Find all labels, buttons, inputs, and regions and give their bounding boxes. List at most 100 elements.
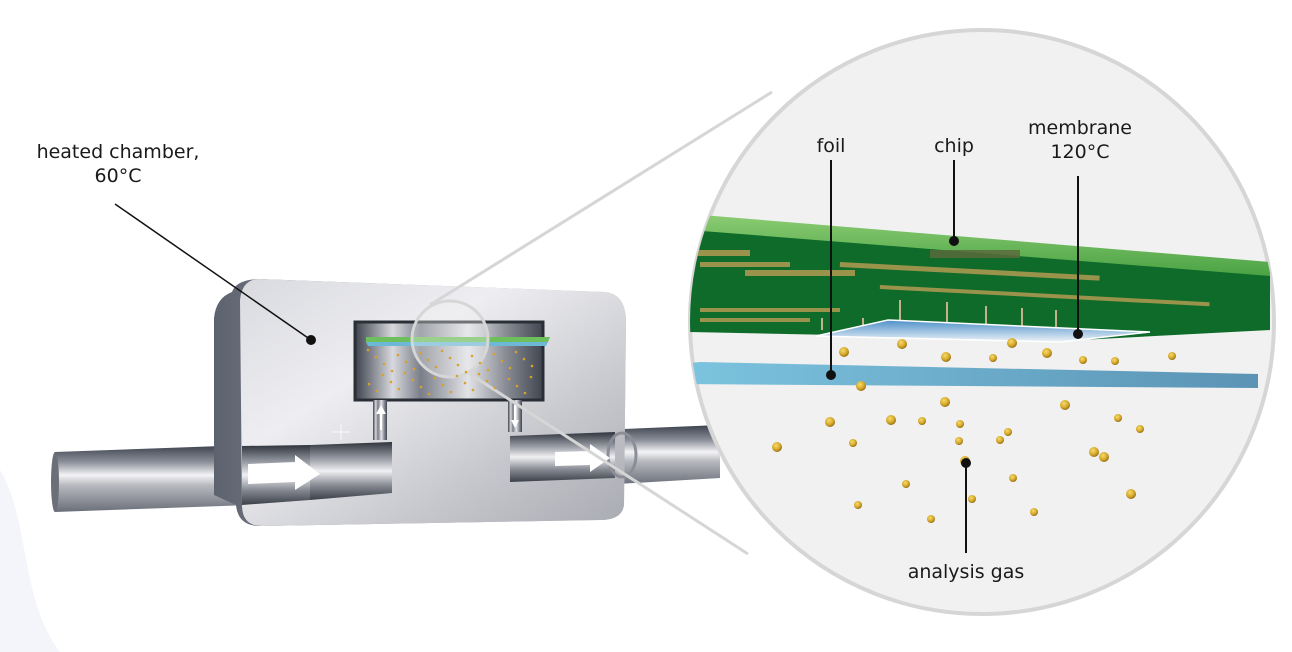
gas-particle bbox=[381, 373, 385, 377]
leader-analysis-gas bbox=[961, 458, 971, 553]
gas-particle bbox=[996, 436, 1004, 444]
gas-particle bbox=[396, 353, 400, 357]
gas-particle bbox=[902, 480, 910, 488]
gas-particle bbox=[366, 348, 370, 352]
gas-particle bbox=[856, 381, 866, 391]
leader-heated-chamber bbox=[114, 203, 316, 345]
leader-foil bbox=[826, 160, 836, 380]
gas-particle bbox=[849, 439, 857, 447]
gas-particle bbox=[1126, 489, 1136, 499]
gas-particle bbox=[492, 352, 496, 356]
gas-particle bbox=[470, 354, 474, 358]
magnifier bbox=[410, 90, 773, 556]
foil bbox=[690, 362, 1258, 388]
heated-chamber-block bbox=[214, 279, 638, 526]
gas-particle bbox=[955, 437, 963, 445]
gas-particle bbox=[382, 362, 386, 366]
gas-particle bbox=[1114, 414, 1122, 422]
gas-particle bbox=[440, 349, 444, 353]
gas-particle bbox=[897, 339, 907, 349]
gas-particle bbox=[463, 381, 467, 385]
gas-particle bbox=[403, 371, 407, 375]
gas-particle bbox=[927, 515, 935, 523]
gas-particle bbox=[411, 378, 415, 382]
gas-particles bbox=[772, 338, 1176, 523]
gas-particle bbox=[412, 367, 416, 371]
gas-particle bbox=[1111, 357, 1119, 365]
label-analysis-gas: analysis gas bbox=[907, 561, 1025, 583]
gas-particle bbox=[1030, 508, 1038, 516]
gas-particle bbox=[456, 363, 460, 367]
gas-particle bbox=[433, 376, 437, 380]
gas-particle bbox=[486, 368, 490, 372]
flow-arrow-riser-up bbox=[376, 405, 386, 430]
gas-particle bbox=[427, 392, 431, 396]
membrane bbox=[815, 319, 1151, 343]
background-swoosh bbox=[0, 470, 60, 652]
leader-lines bbox=[114, 160, 1083, 553]
gas-particle bbox=[1136, 425, 1144, 433]
gas-particle bbox=[508, 366, 512, 370]
gas-particle bbox=[825, 417, 835, 427]
gas-particle bbox=[968, 495, 976, 503]
gas-particle bbox=[485, 379, 489, 383]
gas-particle bbox=[941, 352, 951, 362]
gas-particle bbox=[522, 357, 526, 361]
gas-particle bbox=[1079, 356, 1087, 364]
gas-particle bbox=[375, 389, 379, 393]
gas-particle bbox=[839, 347, 849, 357]
gas-particle bbox=[464, 370, 468, 374]
gas-particle bbox=[523, 391, 527, 395]
gas-particle bbox=[772, 442, 782, 452]
pcb-edge bbox=[690, 214, 1270, 276]
gas-particle bbox=[367, 382, 371, 386]
label-chip: chip bbox=[934, 135, 974, 157]
gas-particle bbox=[448, 356, 452, 360]
gas-particle bbox=[390, 369, 394, 373]
gas-particle bbox=[419, 385, 423, 389]
gas-particle bbox=[434, 365, 438, 369]
gas-particle bbox=[886, 415, 896, 425]
leader-chip bbox=[949, 160, 959, 246]
gas-particle bbox=[441, 383, 445, 387]
gas-particle bbox=[1042, 348, 1052, 358]
gas-particle bbox=[514, 350, 518, 354]
gas-particle bbox=[1168, 352, 1176, 360]
label-heated-chamber-line2: 60°C bbox=[94, 165, 142, 187]
gas-particle bbox=[449, 390, 453, 394]
gas-particle bbox=[515, 384, 519, 388]
gas-particle bbox=[426, 358, 430, 362]
gas-particle bbox=[471, 388, 475, 392]
outlet-pipe bbox=[600, 425, 720, 485]
gas-particle bbox=[530, 364, 534, 368]
gas-particle bbox=[493, 386, 497, 390]
label-heated-chamber: heated chamber, 60°C bbox=[18, 140, 218, 188]
gas-particle bbox=[455, 374, 459, 378]
gas-particle bbox=[1007, 338, 1017, 348]
crosshair-icon bbox=[332, 424, 350, 440]
gas-particle bbox=[854, 501, 862, 509]
gas-particle bbox=[1009, 474, 1017, 482]
flow-arrow-inlet bbox=[248, 455, 320, 490]
gas-particle bbox=[507, 377, 511, 381]
gas-particle bbox=[404, 360, 408, 364]
leader-membrane bbox=[1073, 176, 1083, 339]
gas-particle bbox=[397, 387, 401, 391]
flow-arrow-riser-down bbox=[511, 405, 519, 428]
flow-arrow-outlet bbox=[555, 444, 610, 472]
gas-particle bbox=[529, 375, 533, 379]
label-membrane-line1: membrane bbox=[1028, 117, 1132, 139]
zoom-circle bbox=[688, 28, 1276, 616]
gas-particle bbox=[500, 359, 504, 363]
gas-particle bbox=[389, 380, 393, 384]
gas-particle bbox=[989, 354, 997, 362]
pcb-traces bbox=[690, 250, 1210, 322]
gas-particle bbox=[1004, 428, 1012, 436]
gas-particle bbox=[918, 417, 926, 425]
gas-particle bbox=[374, 355, 378, 359]
label-foil: foil bbox=[816, 135, 846, 157]
label-membrane: membrane 120°C bbox=[1010, 116, 1150, 164]
gas-particle bbox=[418, 351, 422, 355]
gas-particle bbox=[940, 397, 950, 407]
